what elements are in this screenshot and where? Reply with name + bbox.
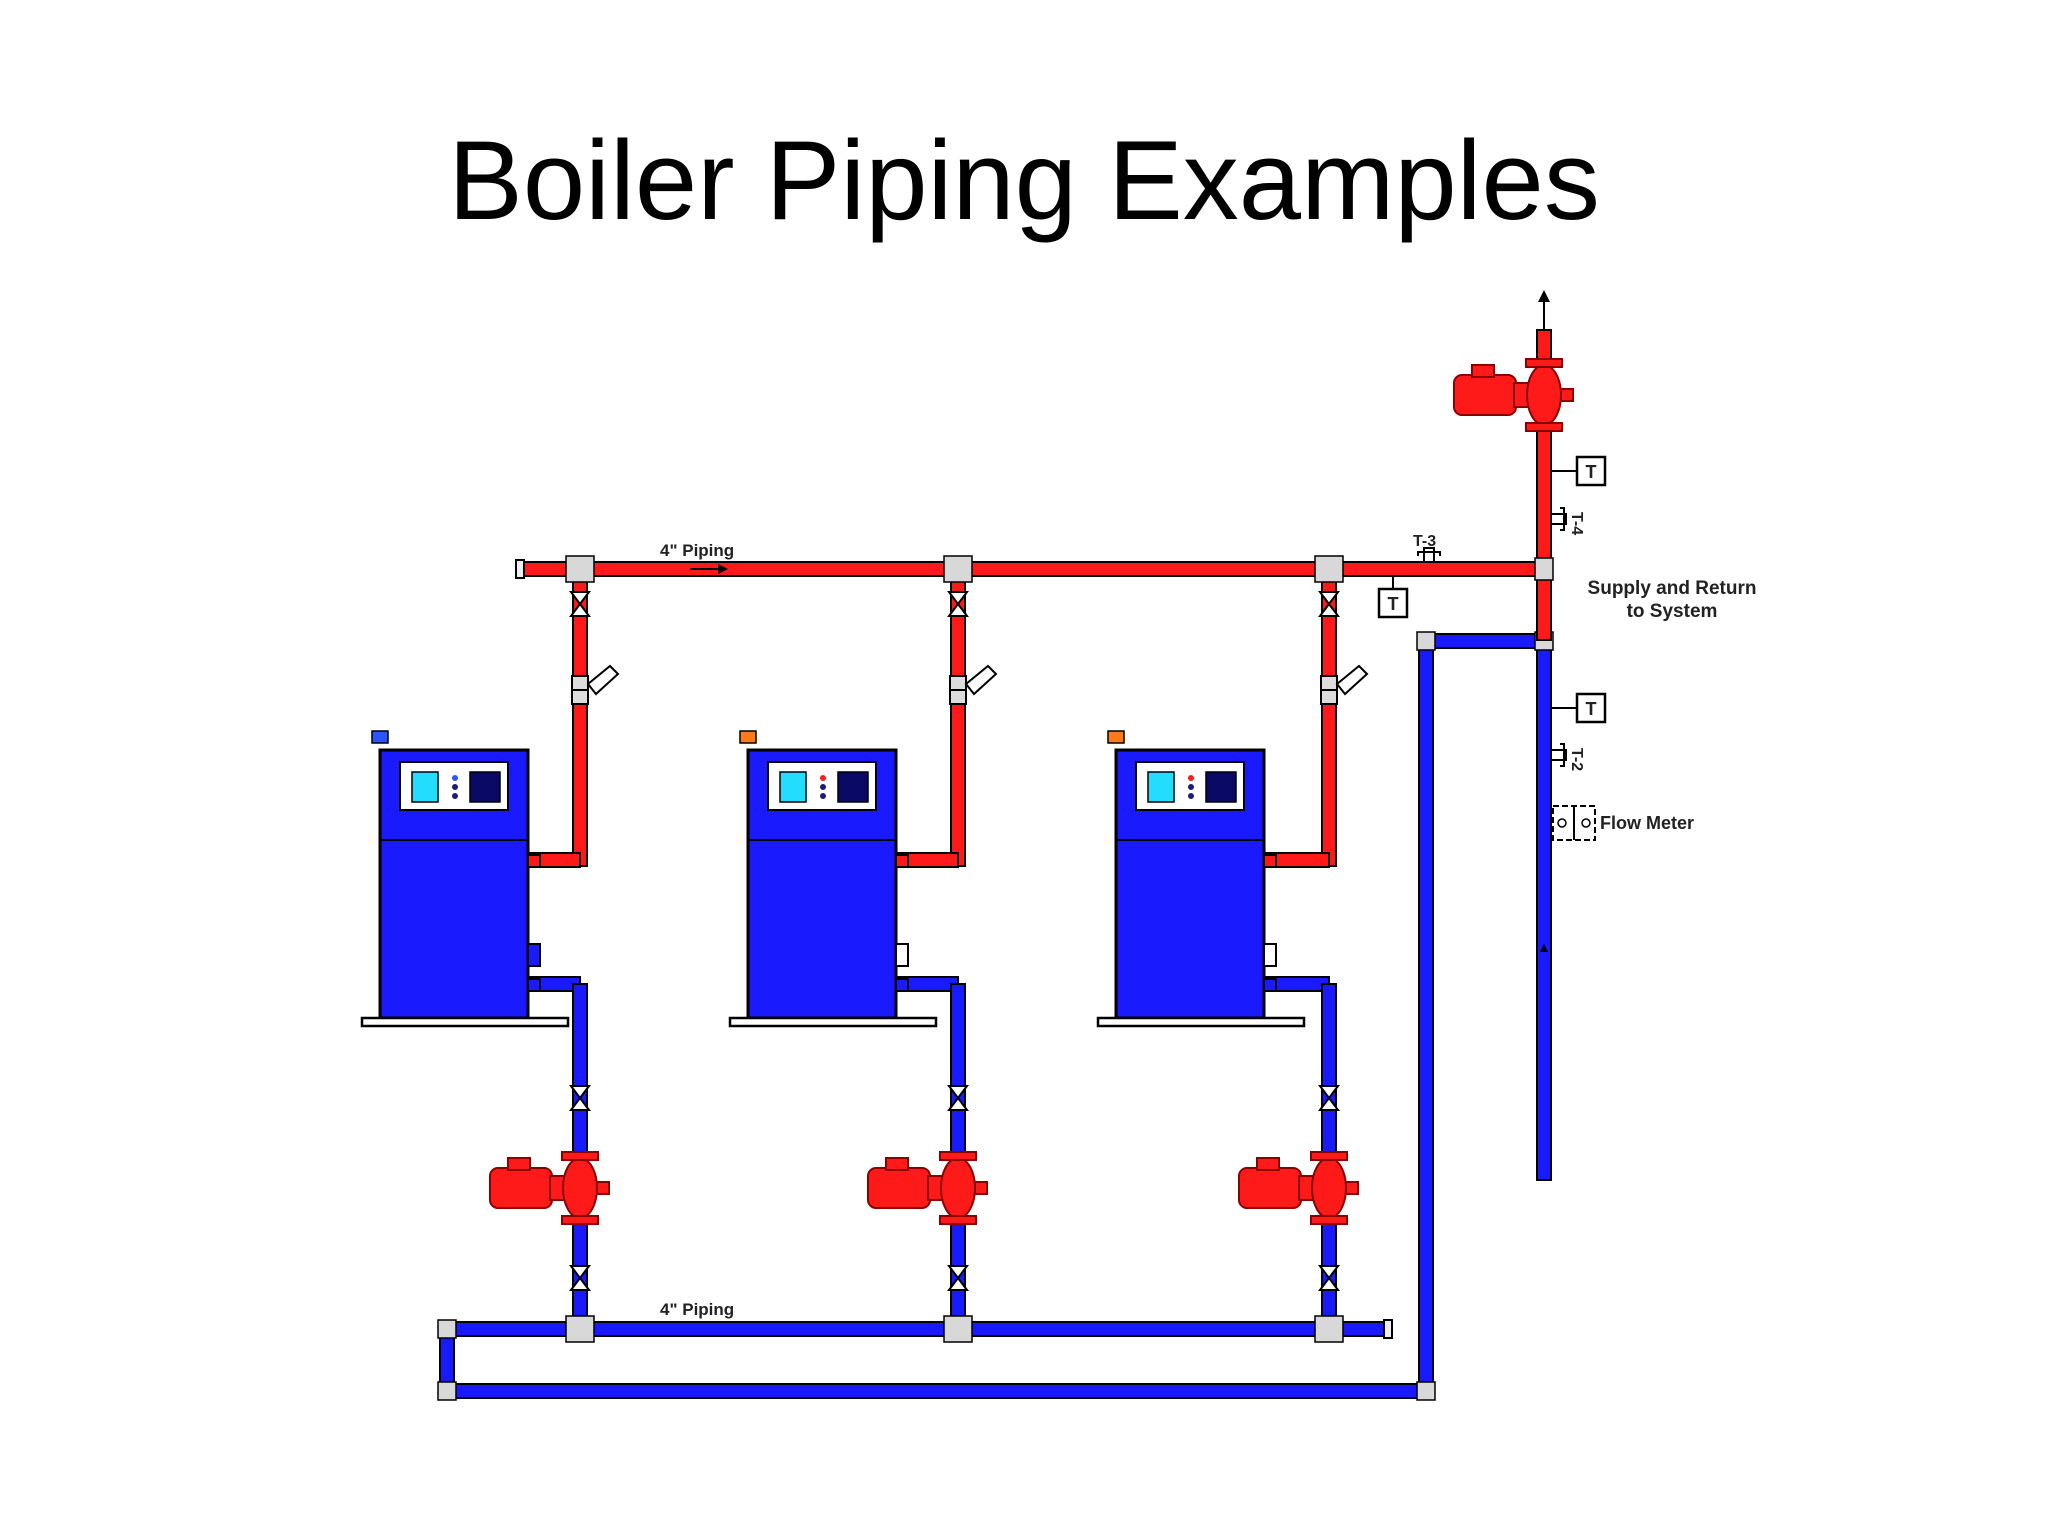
sensor-t2: T-2 xyxy=(1551,743,1585,771)
thermometer-return-riser: T xyxy=(1551,692,1607,724)
boiler-1 xyxy=(360,555,619,1343)
sensor-t4-label: T-4 xyxy=(1568,512,1585,535)
supply-return-label-line1: Supply and Return xyxy=(1588,578,1757,599)
boiler-3 xyxy=(1096,555,1368,1343)
supply-return-label-line2: to System xyxy=(1627,601,1718,622)
sensor-t2-label: T-2 xyxy=(1568,748,1585,771)
supply-pipe-label: 4" Piping xyxy=(660,541,734,560)
slide-title: Boiler Piping Examples xyxy=(448,118,1600,243)
flow-meter: Flow Meter xyxy=(1552,805,1694,841)
boiler-2 xyxy=(728,555,997,1343)
sensor-t3: T-3 xyxy=(1413,533,1441,562)
sensor-t3-label: T-3 xyxy=(1413,533,1436,550)
flow-arrow-supply xyxy=(690,564,728,574)
flow-arrow-return-riser xyxy=(1540,944,1548,952)
thermometer-letter: T xyxy=(1388,594,1399,614)
sensor-t4: T-4 xyxy=(1551,507,1585,535)
supply-piping xyxy=(515,290,1574,641)
thermometer-supply-riser: T xyxy=(1551,455,1607,487)
thermometer-letter: T xyxy=(1586,462,1597,482)
flow-meter-label: Flow Meter xyxy=(1600,813,1694,833)
return-pipe-label: 4" Piping xyxy=(660,1300,734,1319)
return-piping xyxy=(437,631,1554,1401)
thermometer-letter: T xyxy=(1586,699,1597,719)
thermometer-supply-header: T xyxy=(1377,576,1409,619)
